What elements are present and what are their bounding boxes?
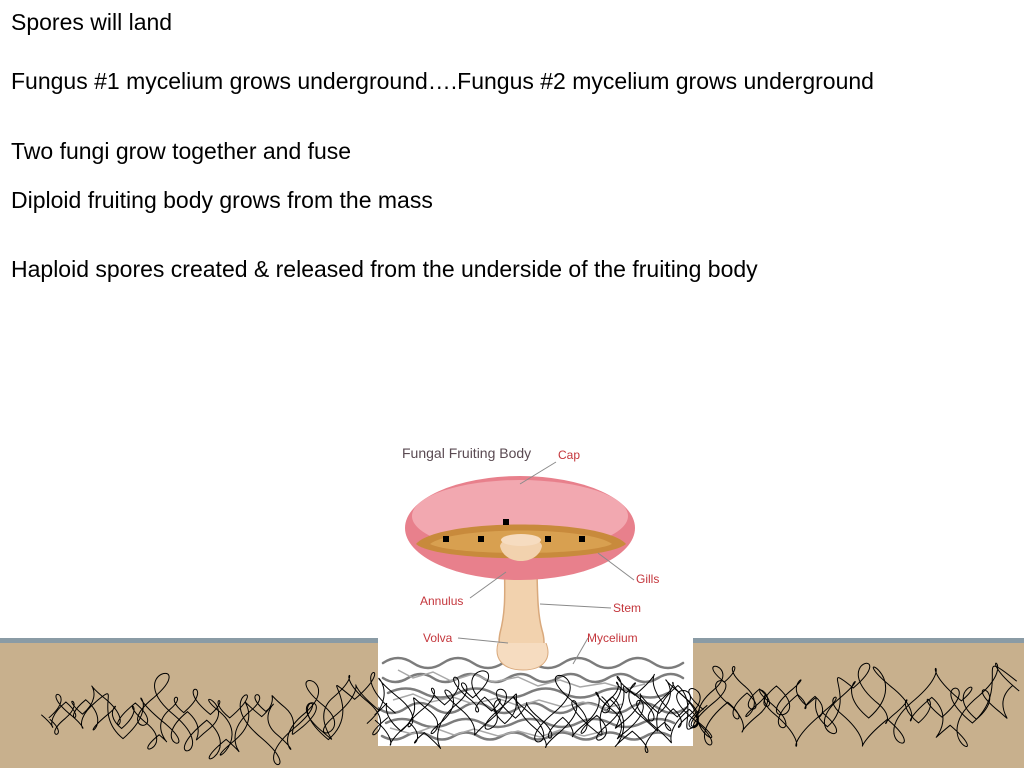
step-fungi-fuse: Two fungi grow together and fuse	[11, 138, 352, 164]
spore-dot	[478, 536, 484, 542]
spore-dot	[443, 536, 449, 542]
label-gills: Gills	[636, 572, 660, 586]
figure-title: Fungal Fruiting Body	[402, 445, 532, 461]
label-mycelium: Mycelium	[587, 631, 638, 645]
step-spores-released: Haploid spores created & released from t…	[11, 256, 758, 282]
spores	[443, 519, 585, 542]
spore-dot	[579, 536, 585, 542]
label-cap: Cap	[558, 448, 581, 462]
fungal-fruiting-body-figure: Fungal Fruiting Body Cap Gills Annulus S…	[378, 438, 693, 746]
step-mycelium-grows: Fungus #1 mycelium grows underground….Fu…	[11, 68, 874, 94]
label-annulus: Annulus	[420, 594, 464, 608]
mushroom-cap	[405, 476, 635, 580]
mushroom-drawing	[378, 461, 688, 741]
spore-dot	[545, 536, 551, 542]
step-spores-land: Spores will land	[11, 9, 173, 35]
label-leader-lines	[457, 461, 635, 665]
label-volva: Volva	[423, 631, 453, 645]
step-fruiting-body-grows: Diploid fruiting body grows from the mas…	[11, 187, 433, 213]
label-stem: Stem	[613, 601, 642, 615]
spore-dot	[503, 519, 509, 525]
mushroom-volva	[496, 642, 549, 671]
